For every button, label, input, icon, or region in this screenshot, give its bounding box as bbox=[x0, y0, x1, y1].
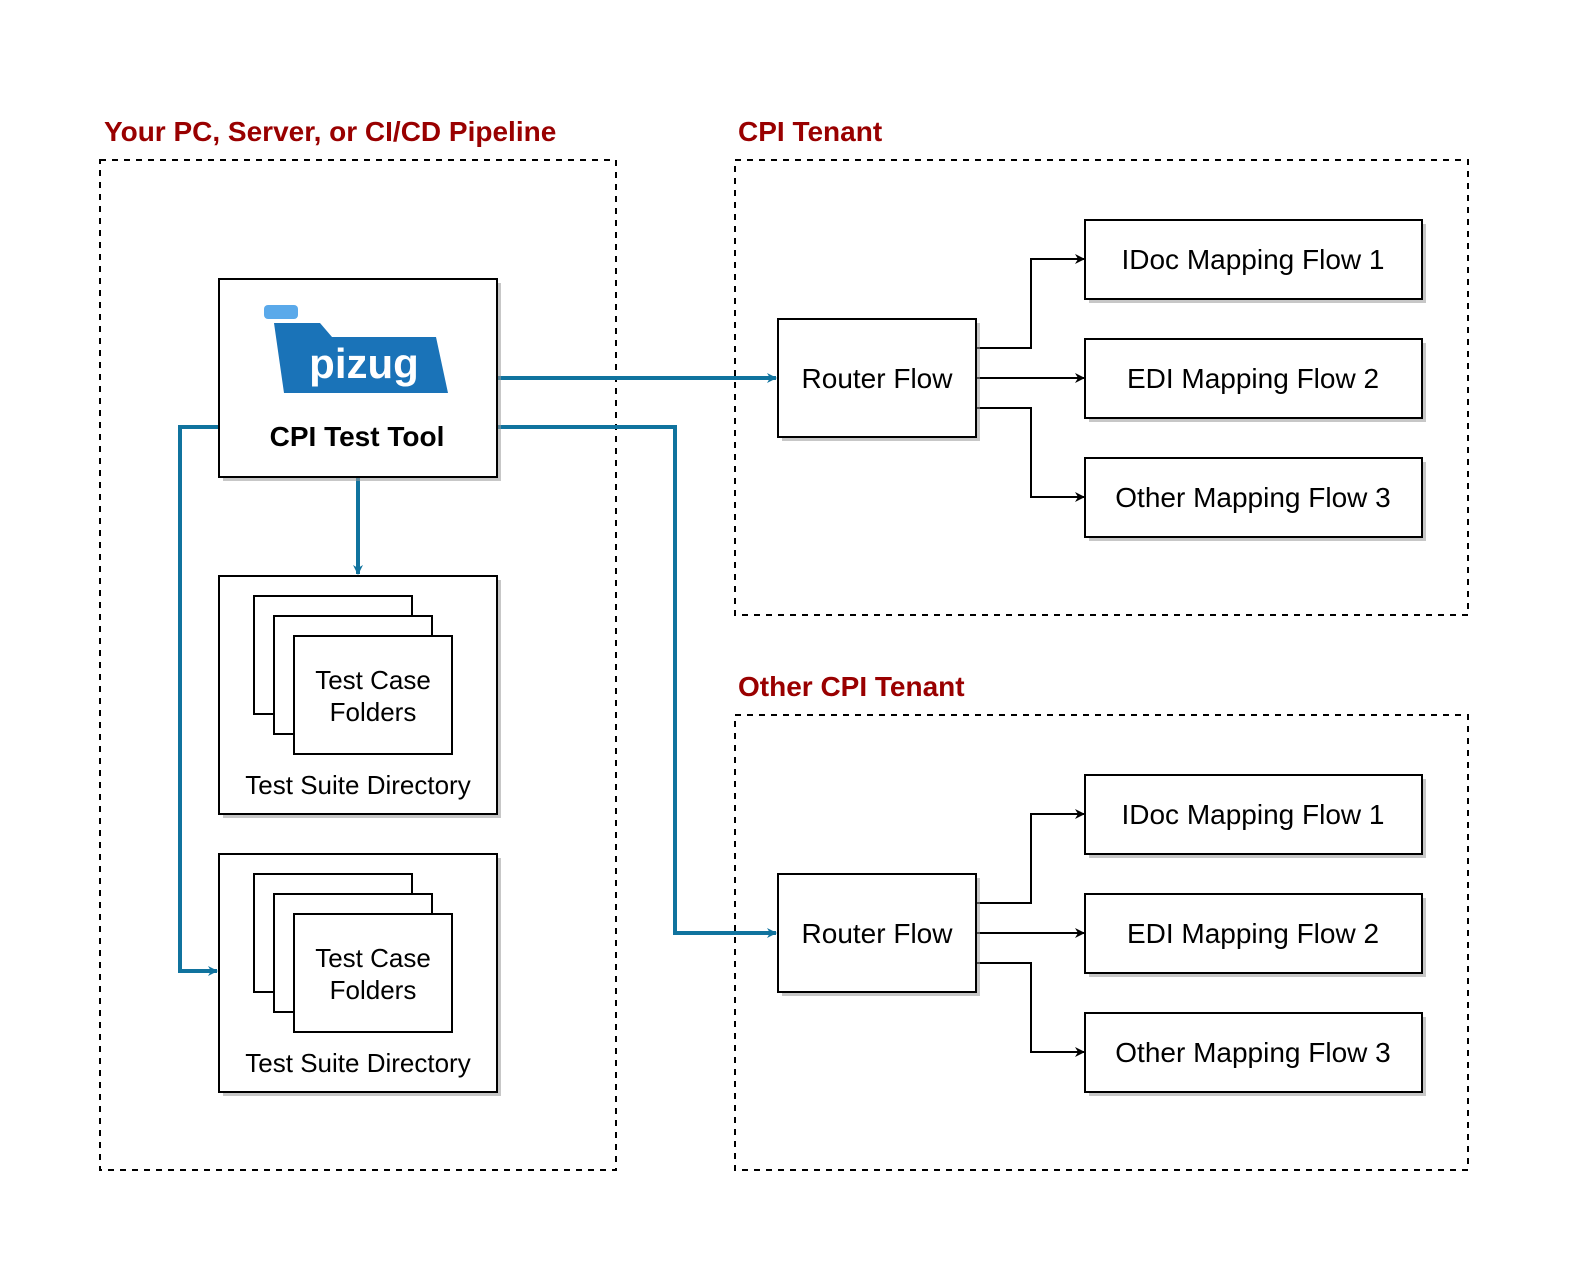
logo-text: pizug bbox=[309, 340, 419, 387]
mapping-flow-box-2: EDI Mapping Flow 2 bbox=[1084, 338, 1426, 422]
router-flow-label: Router Flow bbox=[802, 363, 954, 394]
tenant-group-title: CPI Tenant bbox=[738, 116, 882, 147]
pizug-logo: pizug bbox=[264, 305, 448, 393]
tool-to-suite-2-arrow bbox=[178, 425, 218, 976]
local-group-border bbox=[99, 159, 617, 1171]
router-flow-box: Router Flow bbox=[777, 318, 980, 441]
other-tenant-flows: Router Flow IDoc Mapping Flow 1 EDI Mapp… bbox=[777, 774, 1426, 1096]
tenant-flows: Router Flow IDoc Mapping Flow 1 EDI Mapp… bbox=[777, 219, 1426, 541]
mapping-flow-label: EDI Mapping Flow 2 bbox=[1127, 918, 1379, 949]
mapping-flow-box-2: EDI Mapping Flow 2 bbox=[1084, 893, 1426, 977]
test-case-folders-line1: Test Case bbox=[315, 665, 431, 695]
test-suite-directory-label: Test Suite Directory bbox=[245, 1048, 470, 1078]
mapping-flow-box-3: Other Mapping Flow 3 bbox=[1084, 457, 1426, 541]
cpi-test-tool-box: pizug CPI Test Tool bbox=[218, 278, 501, 481]
mapping-flow-label: IDoc Mapping Flow 1 bbox=[1121, 799, 1384, 830]
other-tenant-group: Other CPI Tenant bbox=[734, 671, 1469, 1171]
test-case-folders-line1: Test Case bbox=[315, 943, 431, 973]
router-flow-box: Router Flow bbox=[777, 873, 980, 996]
mapping-flow-box-1: IDoc Mapping Flow 1 bbox=[1084, 219, 1426, 303]
mapping-flow-box-1: IDoc Mapping Flow 1 bbox=[1084, 774, 1426, 858]
local-group: Your PC, Server, or CI/CD Pipeline bbox=[99, 116, 617, 1171]
tenant-group-border bbox=[734, 159, 1469, 616]
test-case-folders-line2: Folders bbox=[330, 697, 417, 727]
test-suite-directory-1: Test Case Folders Test Suite Directory bbox=[218, 575, 501, 818]
logo-tab-icon bbox=[264, 305, 298, 319]
folder-icon bbox=[274, 323, 448, 393]
tool-title: CPI Test Tool bbox=[270, 421, 445, 452]
mapping-flow-label: IDoc Mapping Flow 1 bbox=[1121, 244, 1384, 275]
router-to-flow-1-arrow bbox=[977, 254, 1085, 349]
router-to-flow-3-arrow bbox=[977, 407, 1085, 502]
test-suite-directory-2: Test Case Folders Test Suite Directory bbox=[218, 853, 501, 1096]
local-group-title: Your PC, Server, or CI/CD Pipeline bbox=[104, 116, 556, 147]
tool-to-other-tenant-router-arrow bbox=[497, 425, 777, 938]
router-to-flow-3-arrow bbox=[977, 962, 1085, 1057]
folder-stack-front bbox=[293, 913, 453, 1033]
tenant-group: CPI Tenant bbox=[734, 116, 1469, 616]
test-suite-directory-label: Test Suite Directory bbox=[245, 770, 470, 800]
router-to-flow-1-arrow bbox=[977, 809, 1085, 904]
mapping-flow-label: Other Mapping Flow 3 bbox=[1115, 1037, 1390, 1068]
mapping-flow-box-3: Other Mapping Flow 3 bbox=[1084, 1012, 1426, 1096]
test-case-folders-line2: Folders bbox=[330, 975, 417, 1005]
tool-connectors bbox=[178, 373, 777, 976]
other-tenant-group-border bbox=[734, 714, 1469, 1171]
router-flow-label: Router Flow bbox=[802, 918, 954, 949]
folder-stack-front bbox=[293, 635, 453, 755]
mapping-flow-label: Other Mapping Flow 3 bbox=[1115, 482, 1390, 513]
other-tenant-group-title: Other CPI Tenant bbox=[738, 671, 965, 702]
mapping-flow-label: EDI Mapping Flow 2 bbox=[1127, 363, 1379, 394]
